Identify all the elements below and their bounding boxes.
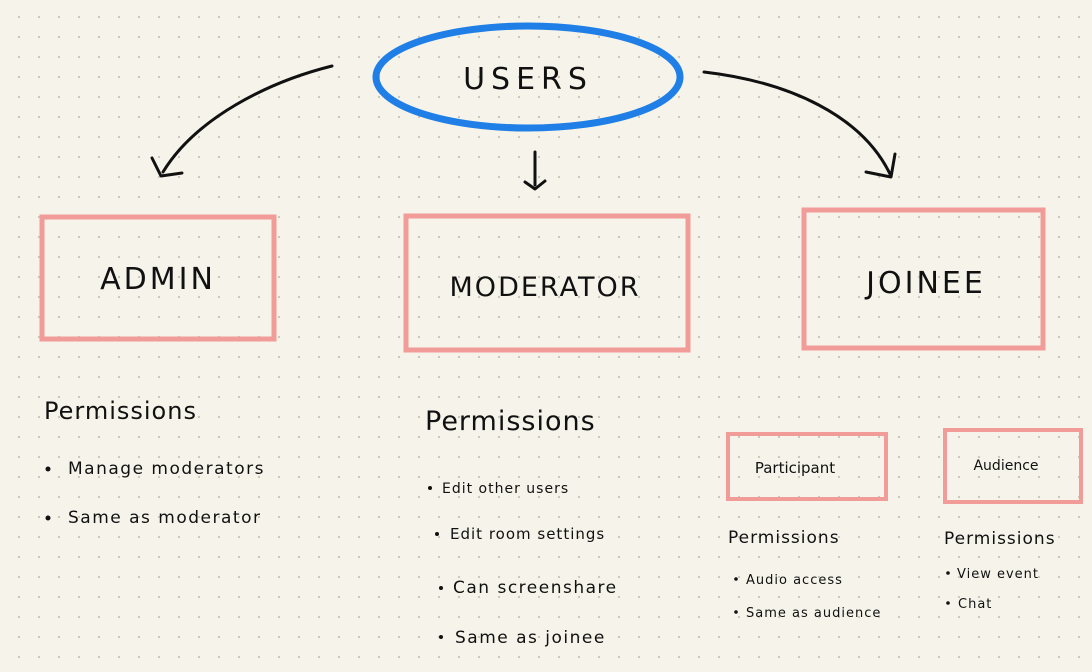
list-item-text: Same as audience: [746, 606, 881, 621]
participant-box: [726, 432, 888, 501]
bullet-dot: [946, 601, 950, 605]
joinee-title: JOINEE: [864, 266, 986, 301]
audience-permissions-heading: Permissions: [944, 529, 1056, 549]
bullet-dot: [45, 466, 51, 472]
audience-permissions: Permissions View event Chat: [944, 529, 1056, 612]
list-item-text: Chat: [958, 597, 992, 612]
arrow-head: [523, 179, 547, 191]
arrow-head: [150, 156, 184, 178]
list-item: Can screenshare: [439, 578, 618, 598]
arrow-line: [702, 70, 892, 176]
admin-node: ADMIN: [39, 214, 277, 342]
list-item: Chat: [946, 597, 992, 612]
users-ellipse: [372, 22, 684, 132]
list-item-text: View event: [957, 567, 1039, 582]
list-item: Same as moderator: [45, 508, 261, 528]
list-item-text: Can screenshare: [453, 578, 618, 598]
list-item: Manage moderators: [45, 459, 265, 479]
admin-permissions-heading: Permissions: [44, 397, 197, 425]
moderator-title: MODERATOR: [450, 272, 641, 303]
list-item: Same as audience: [734, 606, 881, 621]
admin-title: ADMIN: [100, 262, 216, 297]
moderator-permissions: Permissions Edit other users Edit room s…: [425, 406, 618, 648]
moderator-permissions-heading: Permissions: [425, 406, 596, 437]
arrow-line: [161, 64, 334, 174]
arrow-head: [864, 152, 897, 179]
arrow-to-admin: [150, 64, 334, 178]
list-item: Edit room settings: [435, 525, 605, 543]
audience-node: Audience: [943, 428, 1083, 504]
list-item: View event: [946, 567, 1039, 582]
bullet-dot: [734, 610, 738, 614]
list-item: Same as joinee: [439, 628, 606, 648]
list-item: Audio access: [734, 573, 843, 588]
users-node: USERS: [372, 22, 684, 132]
joinee-box: [801, 207, 1046, 351]
participant-permissions: Permissions Audio access Same as audienc…: [728, 528, 881, 621]
users-label: USERS: [463, 62, 593, 97]
bullet-dot: [45, 515, 51, 521]
list-item-text: Same as joinee: [455, 628, 606, 648]
participant-node: Participant: [726, 432, 888, 501]
bullet-dot: [428, 486, 432, 490]
audience-box: [943, 428, 1083, 504]
bullet-dot: [946, 571, 950, 575]
list-item-text: Audio access: [746, 573, 843, 588]
list-item-text: Same as moderator: [68, 508, 261, 528]
list-item: Edit other users: [428, 481, 569, 497]
moderator-box: [403, 213, 691, 353]
arrow-to-joinee: [702, 70, 897, 179]
participant-title: Participant: [755, 459, 835, 477]
admin-box: [39, 214, 277, 342]
list-item-text: Edit other users: [442, 481, 569, 497]
participant-permissions-heading: Permissions: [728, 528, 840, 548]
audience-title: Audience: [973, 458, 1038, 474]
admin-permissions: Permissions Manage moderators Same as mo…: [44, 397, 265, 528]
bullet-dot: [734, 577, 738, 581]
bullet-dot: [439, 635, 443, 639]
moderator-node: MODERATOR: [403, 213, 691, 353]
list-item-text: Manage moderators: [68, 459, 265, 479]
bullet-dot: [439, 586, 443, 590]
bullet-dot: [435, 532, 439, 536]
joinee-node: JOINEE: [801, 207, 1046, 351]
arrow-to-moderator: [523, 150, 547, 191]
list-item-text: Edit room settings: [450, 525, 605, 543]
